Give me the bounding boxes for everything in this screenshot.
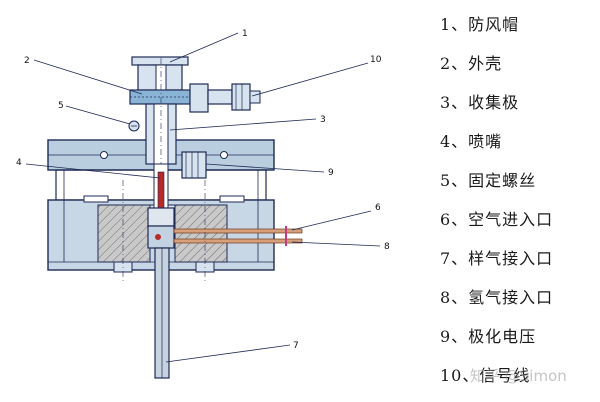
callout-6: 6 [375, 203, 381, 213]
legend-item-nozzle: 4、喷嘴 [440, 132, 503, 151]
parts-legend: 1、防风帽 2、外壳 3、收集极 4、喷嘴 5、固定螺丝 6、空气进入口 7、样… [440, 12, 600, 402]
polarization-terminal [181, 151, 207, 179]
callout-1: 1 [242, 29, 248, 39]
leader-lines [25, 32, 381, 363]
windproof-cap [129, 56, 191, 105]
callout-3: 3 [320, 115, 326, 125]
watermark: 知乎 @Simon [470, 367, 567, 385]
callout-2: 2 [24, 56, 30, 66]
legend-item-fixing-screw: 5、固定螺丝 [440, 171, 537, 190]
legend-item-polarization-voltage: 9、极化电压 [440, 327, 537, 346]
callout-5: 5 [58, 101, 64, 111]
nozzle-assembly [147, 207, 175, 249]
callout-8: 8 [384, 242, 390, 252]
legend-item-sample-gas-inlet: 7、样气接入口 [440, 249, 554, 268]
legend-item-hydrogen-inlet: 8、氢气接入口 [440, 288, 554, 307]
callout-7: 7 [293, 341, 299, 351]
collector-electrode [145, 58, 177, 300]
sample-gas-tube [154, 247, 170, 379]
fid-detector-cross-section: 1 2 10 5 3 4 9 6 8 7 [16, 29, 390, 379]
nozzle [153, 163, 169, 209]
gas-inlet-tubes [173, 226, 303, 246]
callout-9: 9 [328, 168, 334, 178]
legend-item-outer-shell: 2、外壳 [440, 54, 503, 73]
legend-item-collector: 3、收集极 [440, 93, 520, 112]
signal-connector [189, 83, 261, 113]
legend-item-windproof-cap: 1、防风帽 [440, 15, 520, 34]
callout-10: 10 [370, 55, 382, 65]
callout-4: 4 [16, 158, 22, 168]
legend-item-air-inlet: 6、空气进入口 [440, 210, 554, 229]
legend-item-signal-line: 10、信号线 [440, 366, 531, 385]
